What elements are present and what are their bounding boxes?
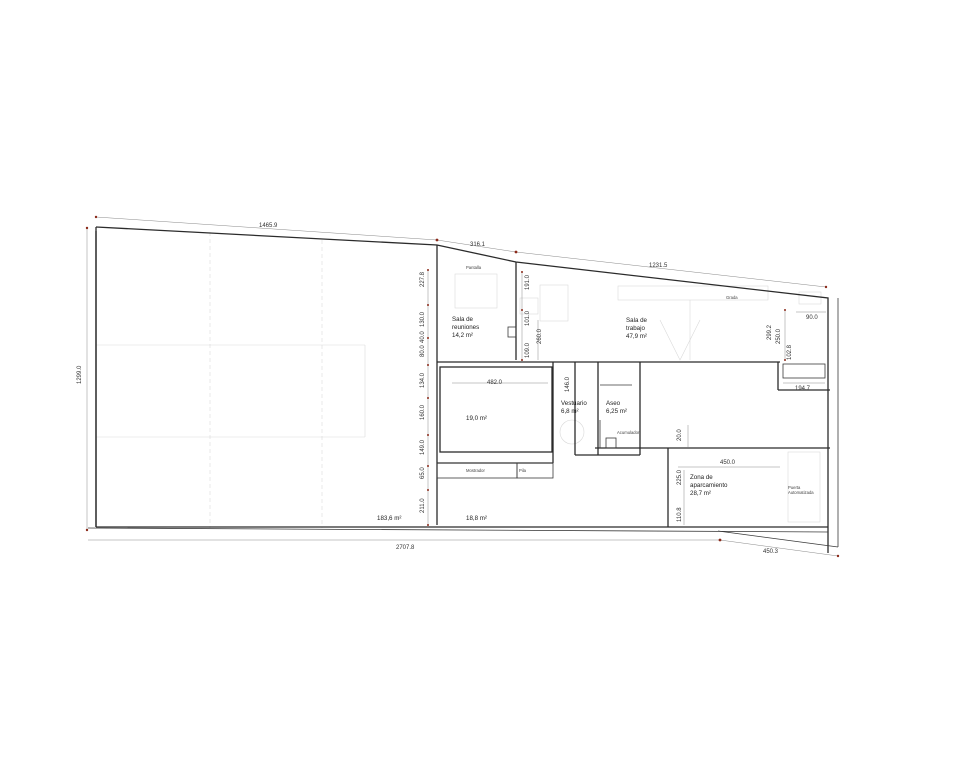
dim-marker (784, 309, 786, 311)
vestuario-area: 6,8 m² (561, 408, 579, 415)
acumulador-label: Acumulador (617, 430, 640, 435)
background-hints (96, 232, 822, 528)
parking-name-1: Zona de (690, 474, 713, 481)
sala-trabajo-area: 47,9 m² (626, 333, 647, 340)
dim-v-65: 65.0 (420, 467, 426, 479)
parking-area: 28,7 m² (690, 490, 711, 497)
dim-v-191: 191.0 (525, 274, 531, 290)
dim-left-height: 1299.0 (77, 365, 83, 384)
parking-name-2: aparcamiento (690, 482, 728, 489)
sala-reuniones-name-2: reuniones (452, 324, 479, 331)
sala-trabajo-name-1: Sala de (626, 317, 648, 324)
pantalla-label: Pantalla (466, 265, 482, 270)
dim-top-mid: 316.1 (470, 242, 486, 248)
bottom-area: 18,8 m² (466, 515, 487, 522)
dim-marker (427, 269, 429, 271)
dim-v-101: 101.0 (525, 310, 531, 326)
vestuario-name: Vestuario (561, 400, 587, 407)
dim-h-482: 482.0 (487, 380, 503, 386)
mostrador-label: Mostrador (466, 468, 485, 473)
dim-marker (85, 226, 89, 230)
dim-marker (427, 397, 429, 399)
dim-marker (824, 285, 828, 289)
dim-v-299: 299.2 (767, 324, 773, 340)
dim-v-40: 40.0 (420, 331, 426, 343)
dim-v-211: 211.0 (420, 498, 426, 513)
aseo-name: Aseo (606, 400, 621, 407)
pila-label: Pila (519, 468, 527, 473)
puerta-label-2: Automatizada (788, 490, 814, 495)
sala-reuniones-name-1: Sala de (452, 316, 474, 323)
dim-top-right: 1231.5 (649, 263, 668, 269)
dim-v-110: 110.8 (677, 507, 683, 522)
dim-h-450: 450.0 (720, 460, 736, 466)
dimension-markers (85, 215, 840, 558)
dim-v-225: 225.0 (677, 469, 683, 485)
dim-marker (85, 528, 89, 532)
dim-marker (521, 309, 523, 311)
dim-marker (94, 215, 98, 219)
dim-marker (427, 337, 429, 339)
dim-marker (521, 359, 523, 361)
dim-marker (836, 554, 840, 558)
dim-v-80: 80.0 (420, 345, 426, 357)
dim-marker (427, 364, 429, 366)
furniture-labels: Pantalla Grada Mostrador Pila Acumulador… (466, 265, 814, 495)
dim-v-20: 20.0 (677, 429, 683, 441)
dim-marker (427, 489, 429, 491)
big-left-area: 183,6 m² (377, 515, 401, 522)
room-labels: Sala de reuniones 14,2 m² Sala de trabaj… (377, 316, 728, 522)
dim-v-109: 109.0 (525, 342, 531, 358)
sala-reuniones-area: 14,2 m² (452, 332, 473, 339)
dim-marker (718, 538, 722, 542)
dim-marker (514, 250, 518, 254)
dim-v-260: 260.0 (537, 328, 543, 344)
dim-top-left: 1465.9 (259, 223, 278, 229)
dim-bottom-total: 2707.8 (396, 545, 415, 551)
grada-label: Grada (726, 295, 738, 300)
dim-marker (427, 304, 429, 306)
aseo-area: 6,25 m² (606, 408, 627, 415)
dim-marker (427, 465, 429, 467)
dim-right-194: 194.7 (795, 386, 811, 392)
dimension-lines (86, 216, 839, 557)
dim-bottom-right: 450.3 (763, 549, 779, 555)
dim-marker (784, 359, 786, 361)
central-room-area: 19,0 m² (466, 415, 487, 422)
dim-v-160: 160.0 (420, 404, 426, 420)
dim-marker (521, 271, 523, 273)
dim-v-149: 149.0 (420, 439, 426, 455)
dimension-labels: 1465.9 316.1 1231.5 1299.0 2707.8 450.3 … (77, 223, 818, 555)
sala-trabajo-name-2: trabajo (626, 325, 645, 332)
dim-right-90: 90.0 (806, 315, 818, 321)
dim-v-130: 130.0 (420, 311, 426, 327)
dim-v-102: 102.8 (787, 344, 793, 360)
dim-marker (427, 524, 429, 526)
dim-v-250: 250.0 (776, 328, 782, 344)
dim-v-134: 134.0 (420, 372, 426, 388)
dim-v-227: 227.8 (420, 271, 426, 287)
puerta-label-1: Puerta (788, 485, 801, 490)
dim-v-146: 146.0 (565, 376, 571, 392)
dim-marker (435, 238, 439, 242)
dim-marker (427, 434, 429, 436)
interior-walls (436, 245, 830, 527)
